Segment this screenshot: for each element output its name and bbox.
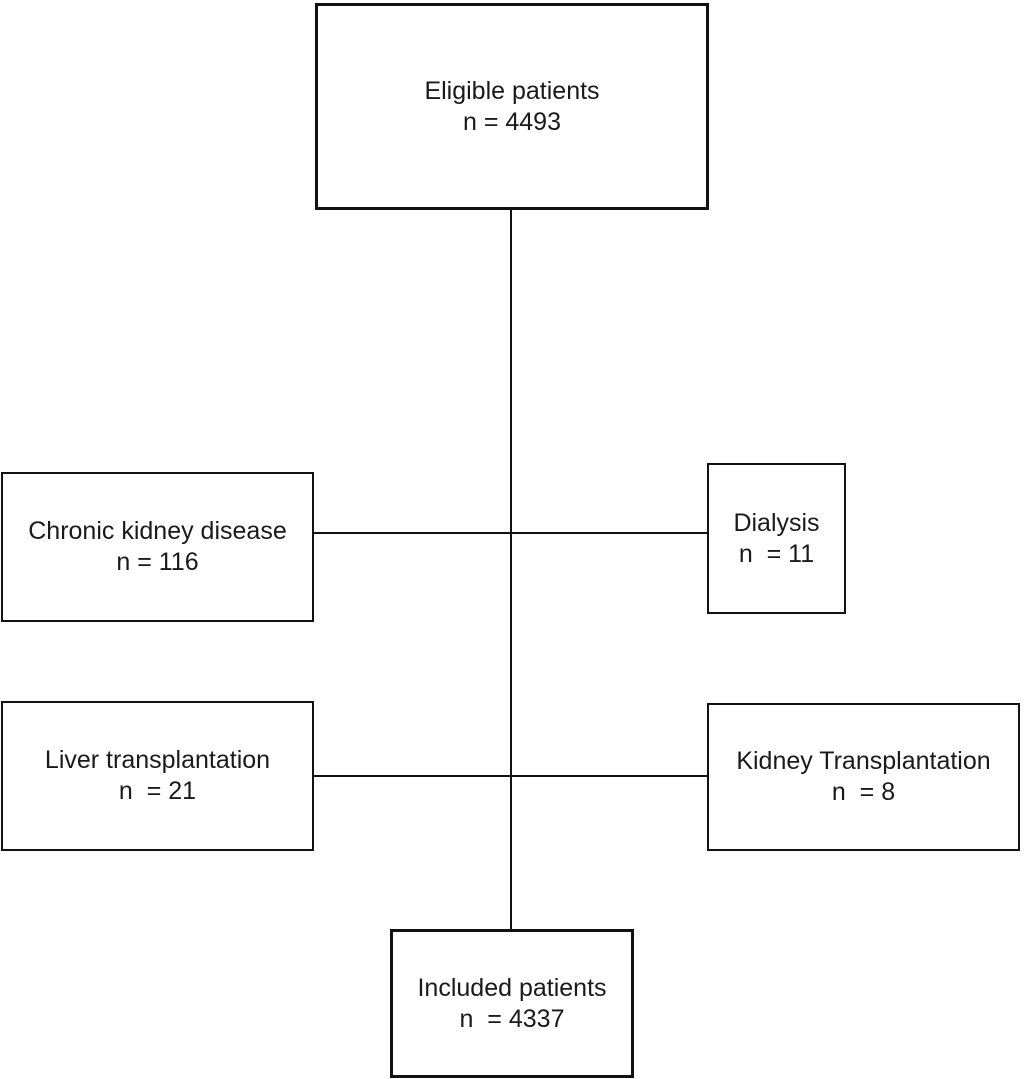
liver-transplantation-count: n = 21 — [118, 777, 197, 805]
connector-eligible-to-included — [510, 209, 512, 929]
chronic-kidney-disease-box: Chronic kidney disease n = 116 — [1, 472, 314, 622]
kidney-transplantation-count: n = 8 — [831, 778, 896, 806]
eligible-patients-box: Eligible patients n = 4493 — [315, 3, 709, 210]
included-patients-label: Included patients — [417, 973, 607, 1002]
liver-transplantation-box: Liver transplantation n = 21 — [1, 701, 314, 851]
dialysis-count: n = 11 — [738, 539, 815, 568]
kidney-transplantation-box: Kidney Transplantation n = 8 — [707, 703, 1020, 851]
eligible-patients-label: Eligible patients — [424, 76, 600, 105]
included-patients-box: Included patients n = 4337 — [390, 929, 634, 1078]
chronic-kidney-disease-label: Chronic kidney disease — [28, 517, 287, 545]
eligible-patients-count: n = 4493 — [462, 107, 561, 136]
kidney-transplantation-label: Kidney Transplantation — [736, 747, 991, 775]
dialysis-box: Dialysis n = 11 — [707, 463, 846, 614]
included-patients-count: n = 4337 — [459, 1004, 565, 1033]
dialysis-label: Dialysis — [733, 508, 820, 537]
liver-transplantation-label: Liver transplantation — [44, 746, 271, 774]
chronic-kidney-disease-count: n = 116 — [116, 548, 199, 576]
connector-ckd-to-dialysis — [313, 532, 707, 534]
connector-liver-to-kidney — [313, 775, 707, 777]
